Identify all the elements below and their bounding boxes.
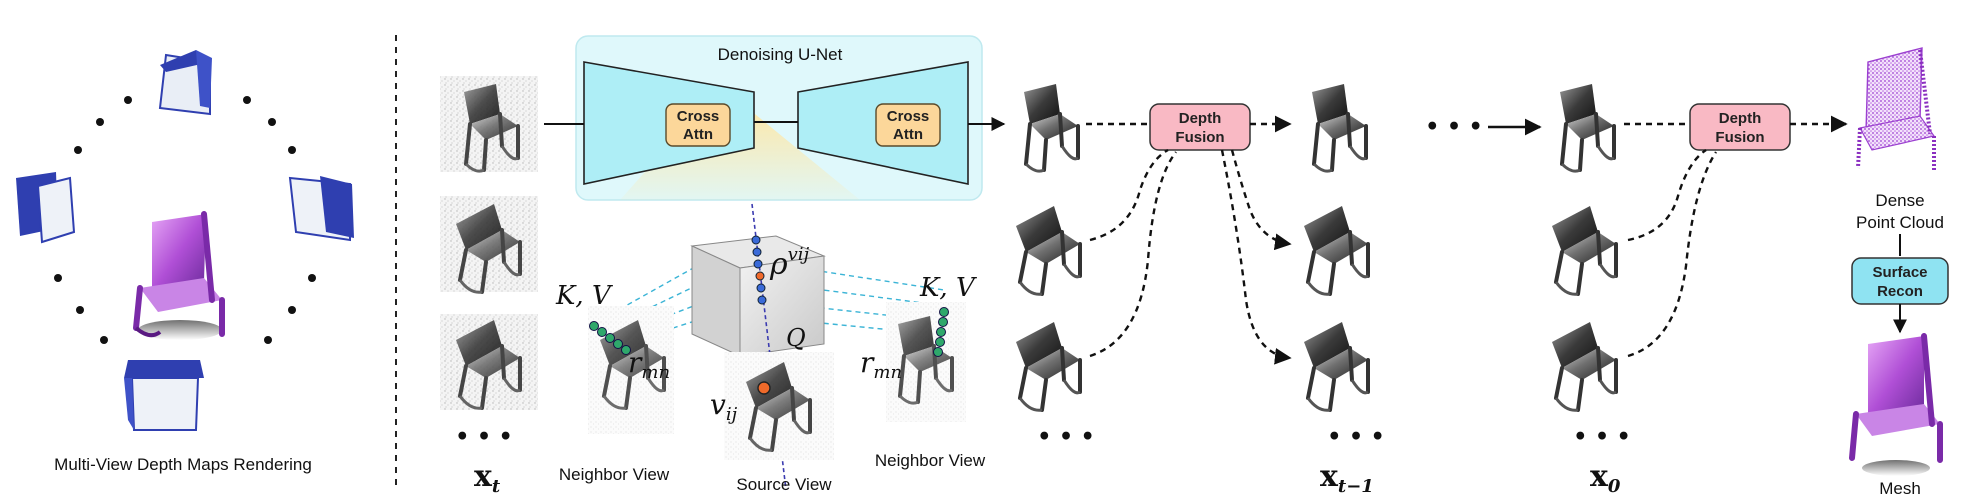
v-ij-label: vij — [710, 388, 738, 425]
noisy-view-3 — [440, 314, 538, 411]
source-view-caption: Source View — [736, 475, 832, 494]
camera-right-icon — [288, 176, 354, 242]
ellipsis-mid: • • • — [1037, 424, 1095, 450]
ellipsis-x0: • • • — [1573, 424, 1631, 450]
dense-label-1: Dense — [1875, 191, 1924, 210]
noisy-depth-views — [440, 76, 538, 411]
neighbor-view-right — [886, 302, 966, 422]
denoising-unet: Cross Attn Cross Attn Denoising U-Net — [575, 35, 983, 201]
symbol-xt1: xt−1 — [1320, 459, 1374, 497]
denoised-views-xt1 — [1302, 82, 1370, 413]
camera-left-icon — [16, 172, 76, 244]
camera-ring — [16, 50, 354, 431]
kv-label-left: K, V — [555, 281, 613, 311]
ellipsis-timesteps: • • • — [1425, 114, 1483, 140]
epipolar-attention-detail: ρvij K, V rmn Q vij — [555, 203, 986, 494]
source-pixel-point — [757, 381, 771, 395]
svg-text:Cross: Cross — [887, 108, 930, 125]
camera-top-icon — [158, 50, 212, 116]
purple-chair-image — [133, 211, 225, 340]
neighbor-view-left-caption: Neighbor View — [559, 465, 670, 484]
noisy-view-2 — [440, 196, 538, 295]
green-points-left — [589, 321, 631, 355]
svg-text:Fusion: Fusion — [1175, 129, 1224, 146]
denoised-views-step1 — [1014, 82, 1082, 413]
ellipsis-xt: • • • — [455, 424, 513, 450]
denoised-views-x0 — [1550, 82, 1618, 413]
dense-point-cloud-image — [1856, 47, 1936, 172]
green-points-right — [933, 307, 949, 357]
source-view — [724, 352, 834, 460]
svg-text:Fusion: Fusion — [1715, 129, 1764, 146]
kv-label-right: K, V — [919, 273, 977, 303]
ellipsis-xt1: • • • — [1327, 424, 1385, 450]
svg-text:Recon: Recon — [1877, 283, 1923, 300]
svg-text:Depth: Depth — [1719, 110, 1762, 127]
svg-text:Attn: Attn — [893, 126, 923, 143]
camera-bottom-icon — [124, 360, 204, 431]
symbol-xt: xt — [474, 459, 501, 497]
fusion-2-connectors — [1624, 115, 1848, 358]
fusion-1-connectors — [1086, 115, 1292, 365]
r-mn-label-left: rmn — [628, 346, 670, 383]
symbol-x0: x0 — [1590, 459, 1621, 497]
ray-sample-points — [751, 235, 767, 305]
neighbor-view-left — [588, 306, 674, 434]
svg-text:Cross: Cross — [677, 108, 720, 125]
svg-text:Surface: Surface — [1872, 264, 1927, 281]
svg-text:Depth: Depth — [1179, 110, 1222, 127]
depth-fusion-box-1: Depth Fusion — [1149, 103, 1251, 151]
q-label: Q — [786, 324, 806, 352]
ring-dots — [54, 96, 316, 344]
unet-title: Denoising U-Net — [718, 45, 843, 64]
surface-recon-box: Surface Recon — [1851, 257, 1949, 305]
noisy-view-1 — [440, 76, 538, 174]
rho-label: ρvij — [769, 244, 810, 282]
cross-attn-box-right: Cross Attn — [875, 103, 941, 147]
cross-attn-box-left: Cross Attn — [665, 103, 731, 147]
neighbor-view-right-caption: Neighbor View — [875, 451, 986, 470]
mesh-image — [1849, 333, 1943, 476]
r-mn-label-right: rmn — [860, 346, 902, 383]
dense-label-2: Point Cloud — [1856, 213, 1944, 232]
left-caption: Multi-View Depth Maps Rendering — [54, 455, 312, 474]
mesh-label: Mesh — [1879, 479, 1921, 498]
svg-text:Attn: Attn — [683, 126, 713, 143]
depth-fusion-box-2: Depth Fusion — [1689, 103, 1791, 151]
